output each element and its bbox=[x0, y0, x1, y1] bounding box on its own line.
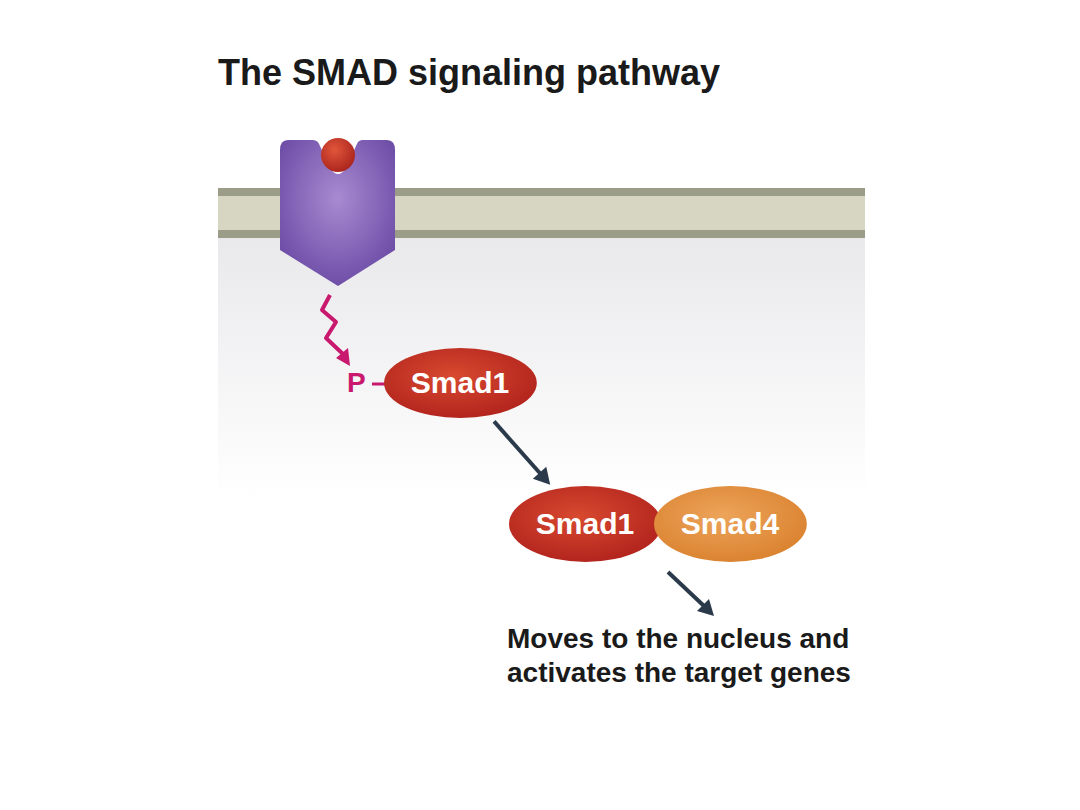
flow-arrow bbox=[494, 421, 550, 484]
ellipse-fill bbox=[654, 486, 807, 562]
outcome-note: Moves to the nucleus and activates the t… bbox=[507, 622, 879, 690]
protein-name: Smad4 bbox=[681, 507, 779, 541]
activation-arrowhead bbox=[336, 348, 350, 366]
activation-zigzag bbox=[322, 295, 344, 355]
ellipse-fill bbox=[509, 486, 662, 562]
protein-ellipse: Smad1 bbox=[509, 486, 662, 562]
protein-ellipse: Smad1 bbox=[384, 348, 537, 418]
protein-name: Smad1 bbox=[536, 507, 634, 541]
ligand bbox=[321, 138, 355, 172]
protein-name: Smad1 bbox=[411, 366, 509, 400]
arrowhead bbox=[533, 467, 550, 485]
phosphate-label: P bbox=[347, 366, 366, 400]
nucleus-arrowhead bbox=[697, 599, 714, 616]
nucleus-arrow-line bbox=[668, 572, 704, 606]
cytoplasm bbox=[218, 238, 865, 500]
protein-ellipse: Smad4 bbox=[654, 486, 807, 562]
diagram-title: The SMAD signaling pathway bbox=[218, 52, 720, 94]
arrow-line bbox=[494, 421, 542, 475]
ellipse-fill bbox=[384, 348, 537, 418]
